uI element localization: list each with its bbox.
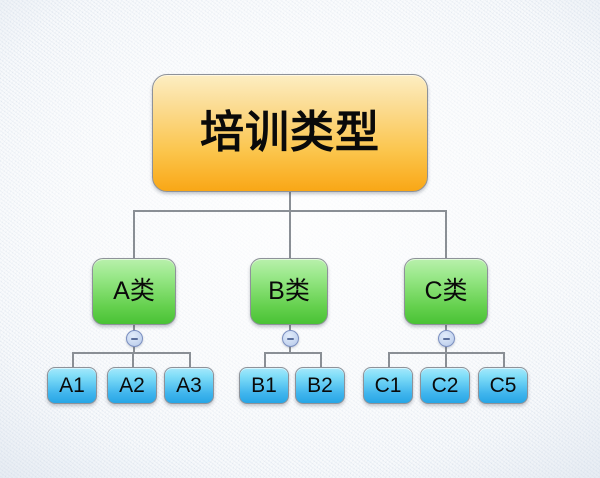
leaf-node-c5[interactable]: C5 xyxy=(478,367,528,404)
connector-category-a-to-a3 xyxy=(189,352,191,368)
category-node-a[interactable]: A类 xyxy=(92,258,176,325)
connector-root-to-category-b xyxy=(289,210,291,259)
leaf-node-a2[interactable]: A2 xyxy=(107,367,157,404)
collapse-toggle-category-c[interactable] xyxy=(438,330,455,347)
leaf-node-b2[interactable]: B2 xyxy=(295,367,345,404)
leaf-node-a3[interactable]: A3 xyxy=(164,367,214,404)
connector-root-to-category-c xyxy=(445,210,447,259)
connector-category-b-to-b2 xyxy=(320,352,322,368)
leaf-node-c1[interactable]: C1 xyxy=(363,367,413,404)
minus-circle-icon xyxy=(287,337,294,340)
connector-category-a-to-a2 xyxy=(132,352,134,368)
connector-category-c-to-c5 xyxy=(503,352,505,368)
minus-circle-icon xyxy=(131,337,138,340)
category-node-b[interactable]: B类 xyxy=(250,258,328,325)
connector-category-a-to-a1 xyxy=(72,352,74,368)
leaf-node-c2[interactable]: C2 xyxy=(420,367,470,404)
collapse-toggle-category-a[interactable] xyxy=(126,330,143,347)
connector-category-b-to-b1 xyxy=(264,352,266,368)
root-node-training-type[interactable]: 培训类型 xyxy=(152,74,428,192)
connector-category-c-to-c2 xyxy=(445,352,447,368)
connector-category-c-to-c1 xyxy=(388,352,390,368)
collapse-toggle-category-b[interactable] xyxy=(282,330,299,347)
connector-root-bus xyxy=(133,210,447,212)
connector-root-stem xyxy=(289,192,291,212)
minus-circle-icon xyxy=(443,337,450,340)
leaf-node-a1[interactable]: A1 xyxy=(47,367,97,404)
connector-category-c-bus xyxy=(388,352,505,354)
connector-root-to-category-a xyxy=(133,210,135,259)
connector-category-b-bus xyxy=(264,352,322,354)
connector-category-a-bus xyxy=(72,352,191,354)
leaf-node-b1[interactable]: B1 xyxy=(239,367,289,404)
category-node-c[interactable]: C类 xyxy=(404,258,488,325)
